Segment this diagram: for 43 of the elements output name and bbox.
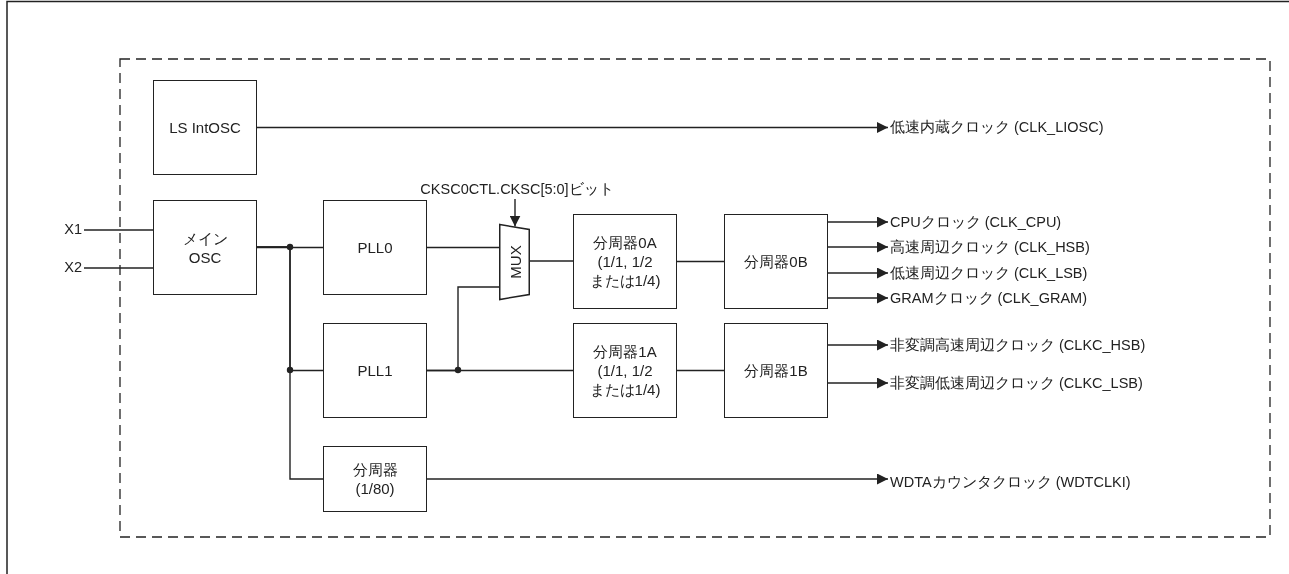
- arrow: [509, 198, 521, 228]
- arrow: [426, 473, 889, 485]
- clock-output-label: 低速周辺クロック (CLK_LSB): [890, 264, 1088, 282]
- clock-output-label: 高速周辺クロック (CLK_HSB): [890, 238, 1090, 256]
- connector-line: [83, 267, 154, 269]
- mux-trapezoid: [499, 224, 530, 300]
- connector-line: [676, 369, 725, 372]
- clock-output-label: GRAMクロック (CLK_GRAM): [890, 289, 1087, 307]
- clock-output-label: CPUクロック (CLK_CPU): [890, 213, 1062, 231]
- clock-output-label: 非変調高速周辺クロック (CLKC_HSB): [890, 336, 1146, 354]
- oscillator-box: [153, 80, 257, 175]
- arrow: [827, 292, 889, 304]
- block-label: LS IntOSC: [169, 118, 241, 137]
- block-label: PLL0: [357, 238, 393, 257]
- mux-label: MUX: [506, 245, 523, 279]
- block-label: 分周器1A (1/1, 1/2 または1/4): [588, 342, 662, 399]
- connector-line: [426, 246, 500, 249]
- arrow: [827, 216, 889, 228]
- clock-output-label: 非変調低速周辺クロック (CLKC_LSB): [890, 374, 1143, 392]
- arrow: [827, 377, 889, 389]
- pll-box: [323, 200, 427, 295]
- connector-line: [676, 260, 725, 263]
- control-label: CKSC0CTL.CKSC[5:0]ビット: [392, 180, 642, 198]
- pin-label: X2: [48, 258, 82, 276]
- arrow: [827, 339, 889, 351]
- arrow: [256, 122, 889, 133]
- pin-label: X1: [48, 220, 82, 238]
- block-label: 分周器1B: [744, 361, 808, 380]
- connector-line: [529, 260, 574, 262]
- block-label: 分周器 (1/80): [351, 460, 399, 498]
- block-label: 分周器0A (1/1, 1/2 または1/4): [588, 233, 662, 290]
- connector-line: [83, 229, 154, 231]
- connector-line: [256, 246, 324, 480]
- pll-box: [323, 323, 427, 418]
- block-label: 分周器0B: [744, 252, 808, 271]
- oscillator-box: [153, 200, 257, 295]
- connector-line: [426, 369, 574, 372]
- arrow: [827, 267, 889, 279]
- block-label: メイン OSC: [181, 228, 229, 267]
- arrow: [827, 241, 889, 253]
- clock-output-label: 低速内蔵クロック (CLK_LIOSC): [890, 118, 1104, 136]
- block-label: PLL1: [357, 361, 393, 380]
- clock-output-label: WDTAカウンタクロック (WDTCLKI): [890, 473, 1131, 491]
